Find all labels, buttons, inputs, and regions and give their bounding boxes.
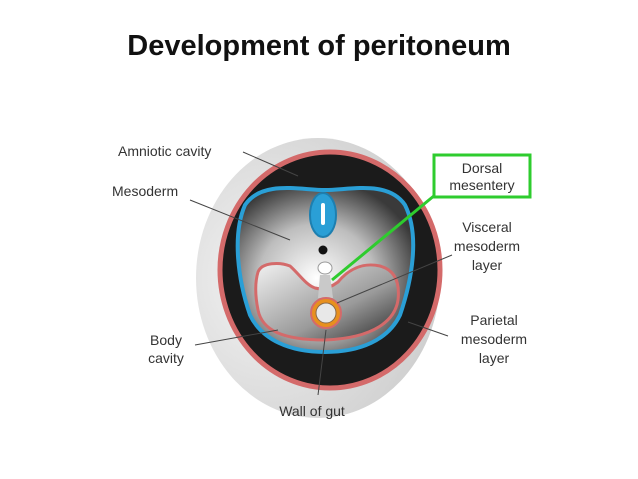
notochord <box>318 245 328 255</box>
leader-parietal <box>407 321 449 337</box>
leader-mesoderm <box>189 199 291 241</box>
label-visceral-2: mesoderm <box>454 238 520 254</box>
neural-canal <box>321 203 325 225</box>
leader-wall-gut <box>317 329 327 396</box>
leader-visceral <box>336 254 453 304</box>
label-amniotic-cavity: Amniotic cavity <box>118 143 211 159</box>
dorsal-mesentery-box <box>432 153 532 199</box>
label-parietal-2: mesoderm <box>461 331 527 347</box>
label-body-cavity-1: Body <box>150 332 182 348</box>
label-dorsal-mesentery-1: Dorsal <box>462 160 502 176</box>
label-visceral-3: layer <box>472 257 503 273</box>
dorsal-mesentery-stalk <box>318 275 333 298</box>
dorsal-aorta <box>317 261 333 275</box>
label-parietal-3: layer <box>479 350 510 366</box>
label-visceral-1: Visceral <box>462 219 512 235</box>
label-mesoderm: Mesoderm <box>112 183 178 199</box>
leader-dorsal-mesentery <box>331 193 436 282</box>
gut-lumen <box>315 302 337 324</box>
label-wall-of-gut: Wall of gut <box>279 403 345 419</box>
leader-body-cavity <box>194 329 279 346</box>
slide-title: Development of peritoneum <box>127 30 511 62</box>
label-parietal-1: Parietal <box>470 312 517 328</box>
label-dorsal-mesentery-2: mesentery <box>449 177 514 193</box>
leader-amniotic <box>242 151 299 177</box>
label-body-cavity-2: cavity <box>148 350 184 366</box>
